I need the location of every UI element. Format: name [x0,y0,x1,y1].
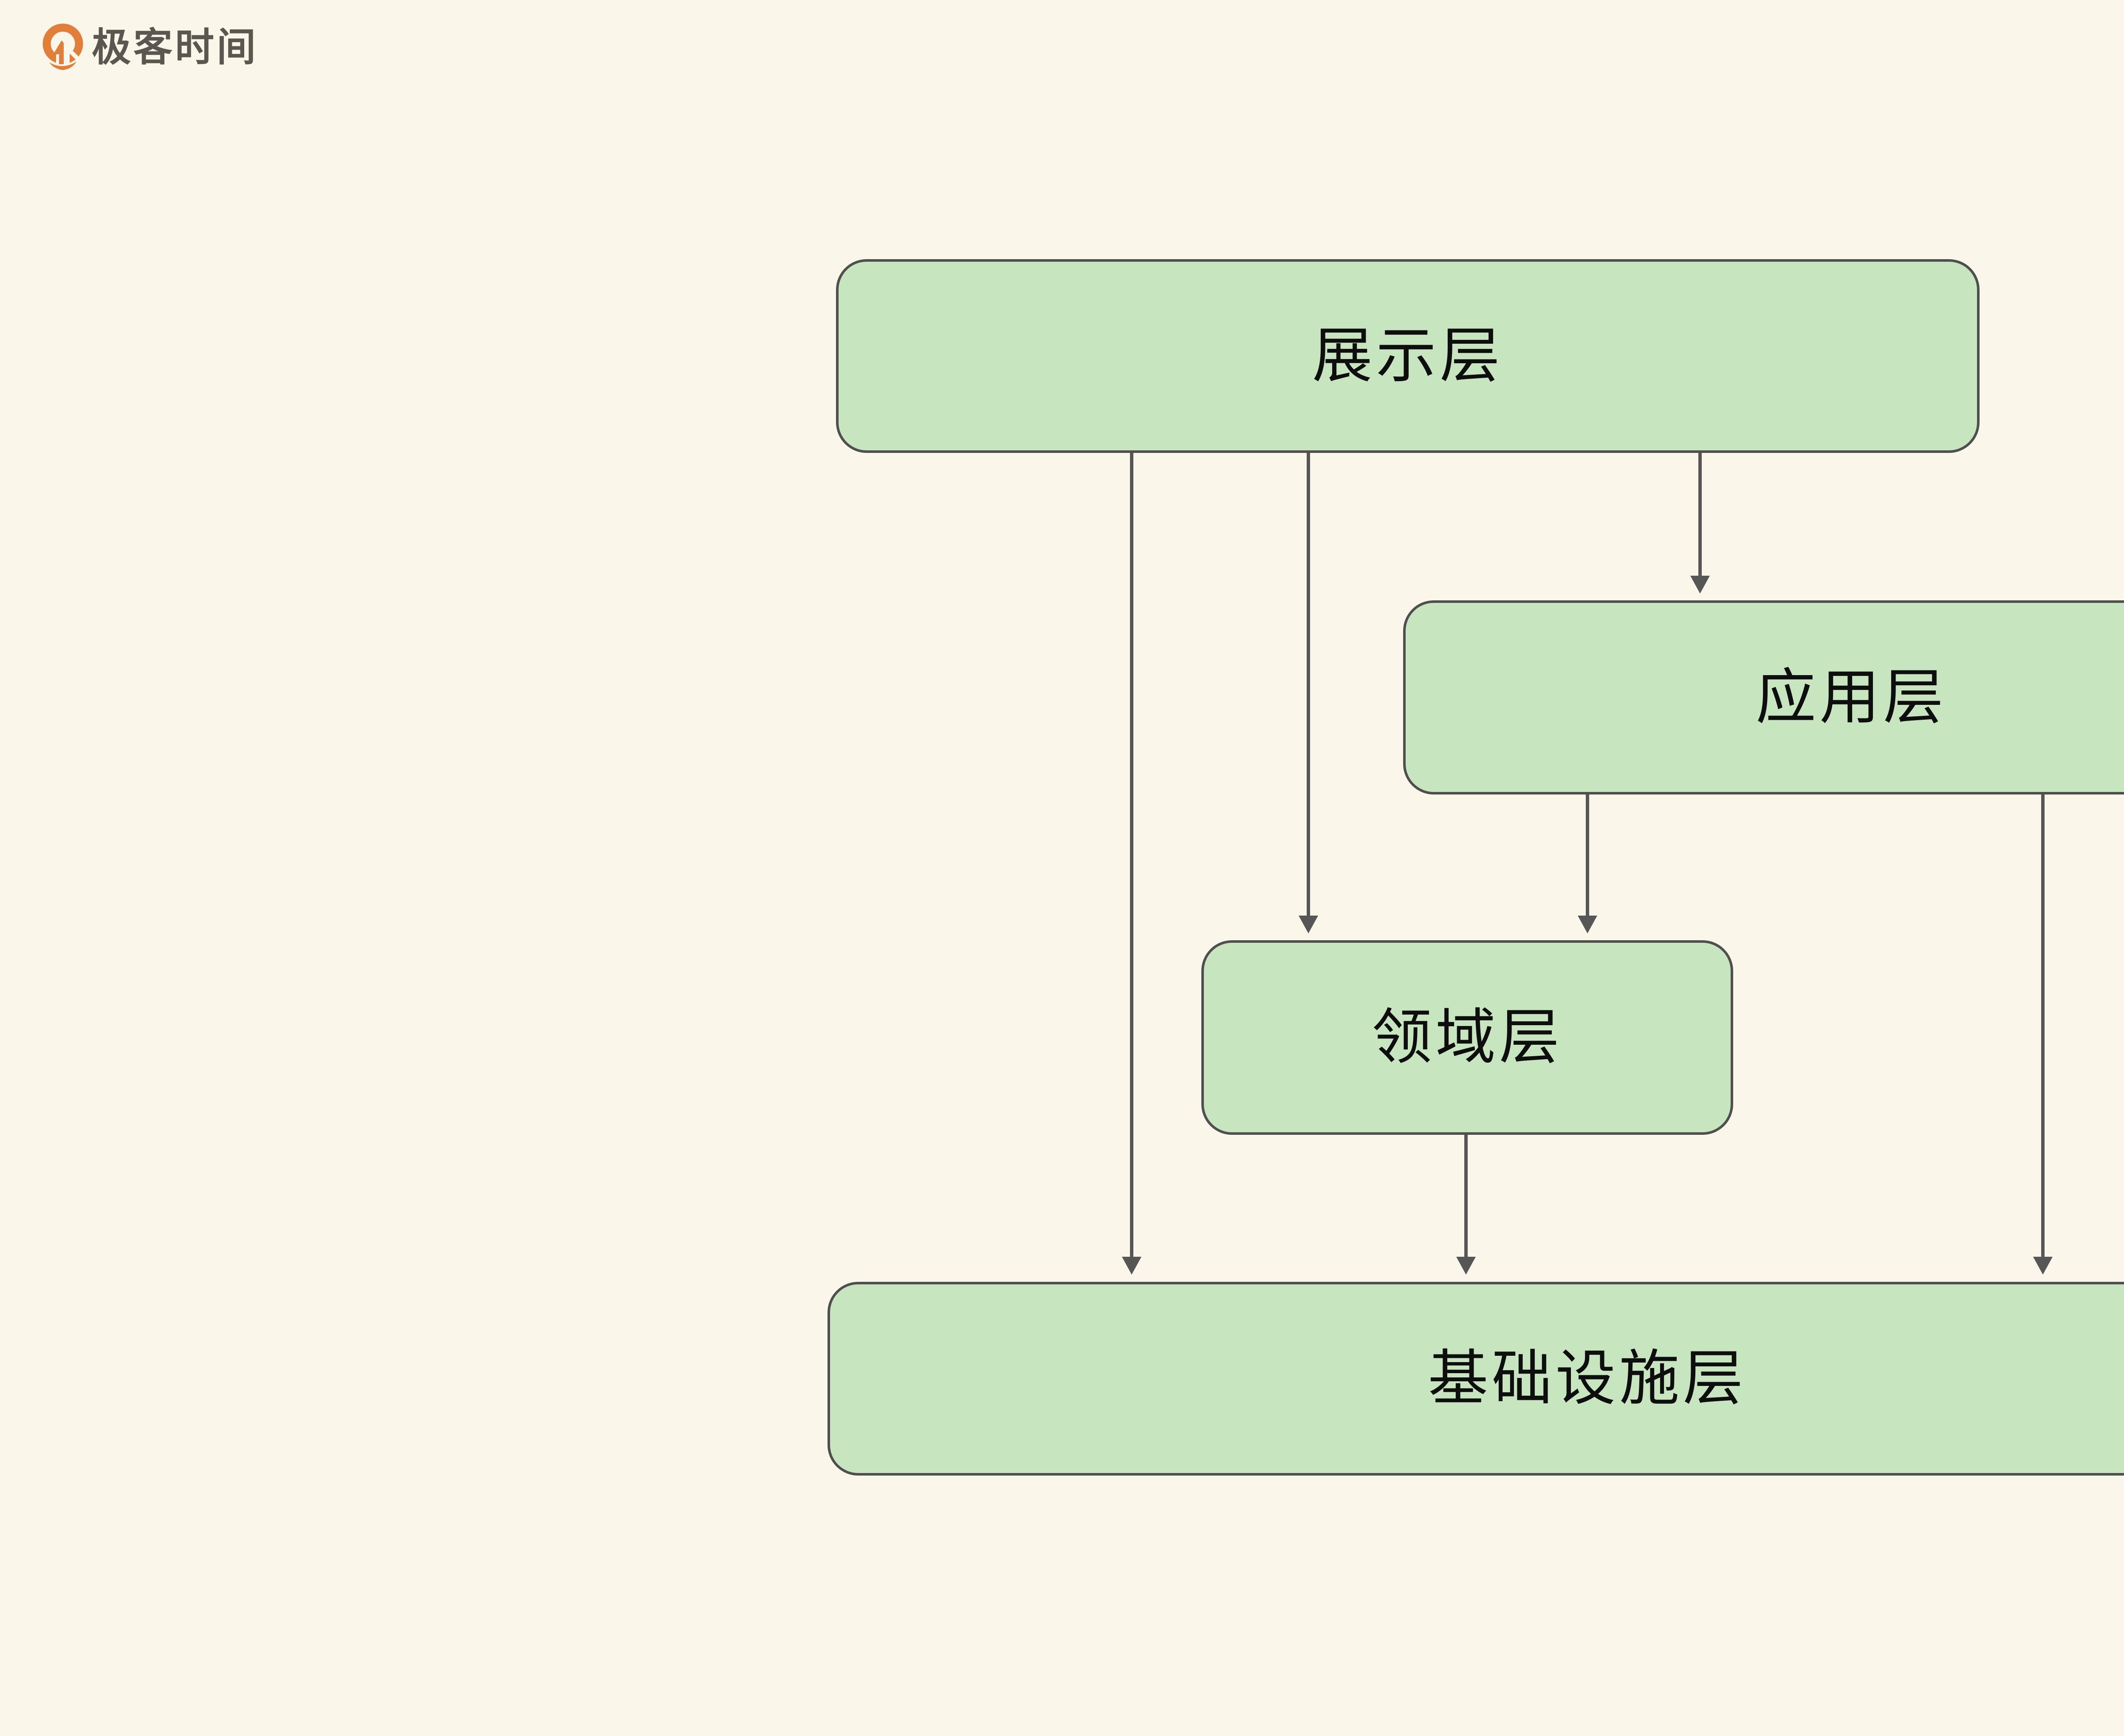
node-infrastructure-layer: 基础设施层 [828,1282,2124,1476]
node-application-layer: 应用层 [1403,600,2124,794]
node-domain-label: 领域层 [1372,1004,1563,1071]
edge-presentation-to-infrastructure [1122,453,1141,1275]
edge-application-to-domain [1578,794,1597,933]
node-presentation-label: 展示层 [1312,322,1503,390]
geektime-logo: 极客时间 [42,23,258,72]
geektime-logo-text: 极客时间 [92,26,259,69]
edge-domain-to-infrastructure [1456,1135,1476,1275]
edge-presentation-to-application [1690,453,1710,594]
geektime-logo-icon [42,23,83,71]
node-domain-layer: 领域层 [1201,940,1733,1135]
node-application-label: 应用层 [1756,664,1947,731]
node-infrastructure-label: 基础设施层 [1428,1345,1747,1412]
edge-application-to-infrastructure [2033,794,2053,1275]
edge-presentation-to-domain [1299,453,1318,933]
node-presentation-layer: 展示层 [836,259,1980,453]
